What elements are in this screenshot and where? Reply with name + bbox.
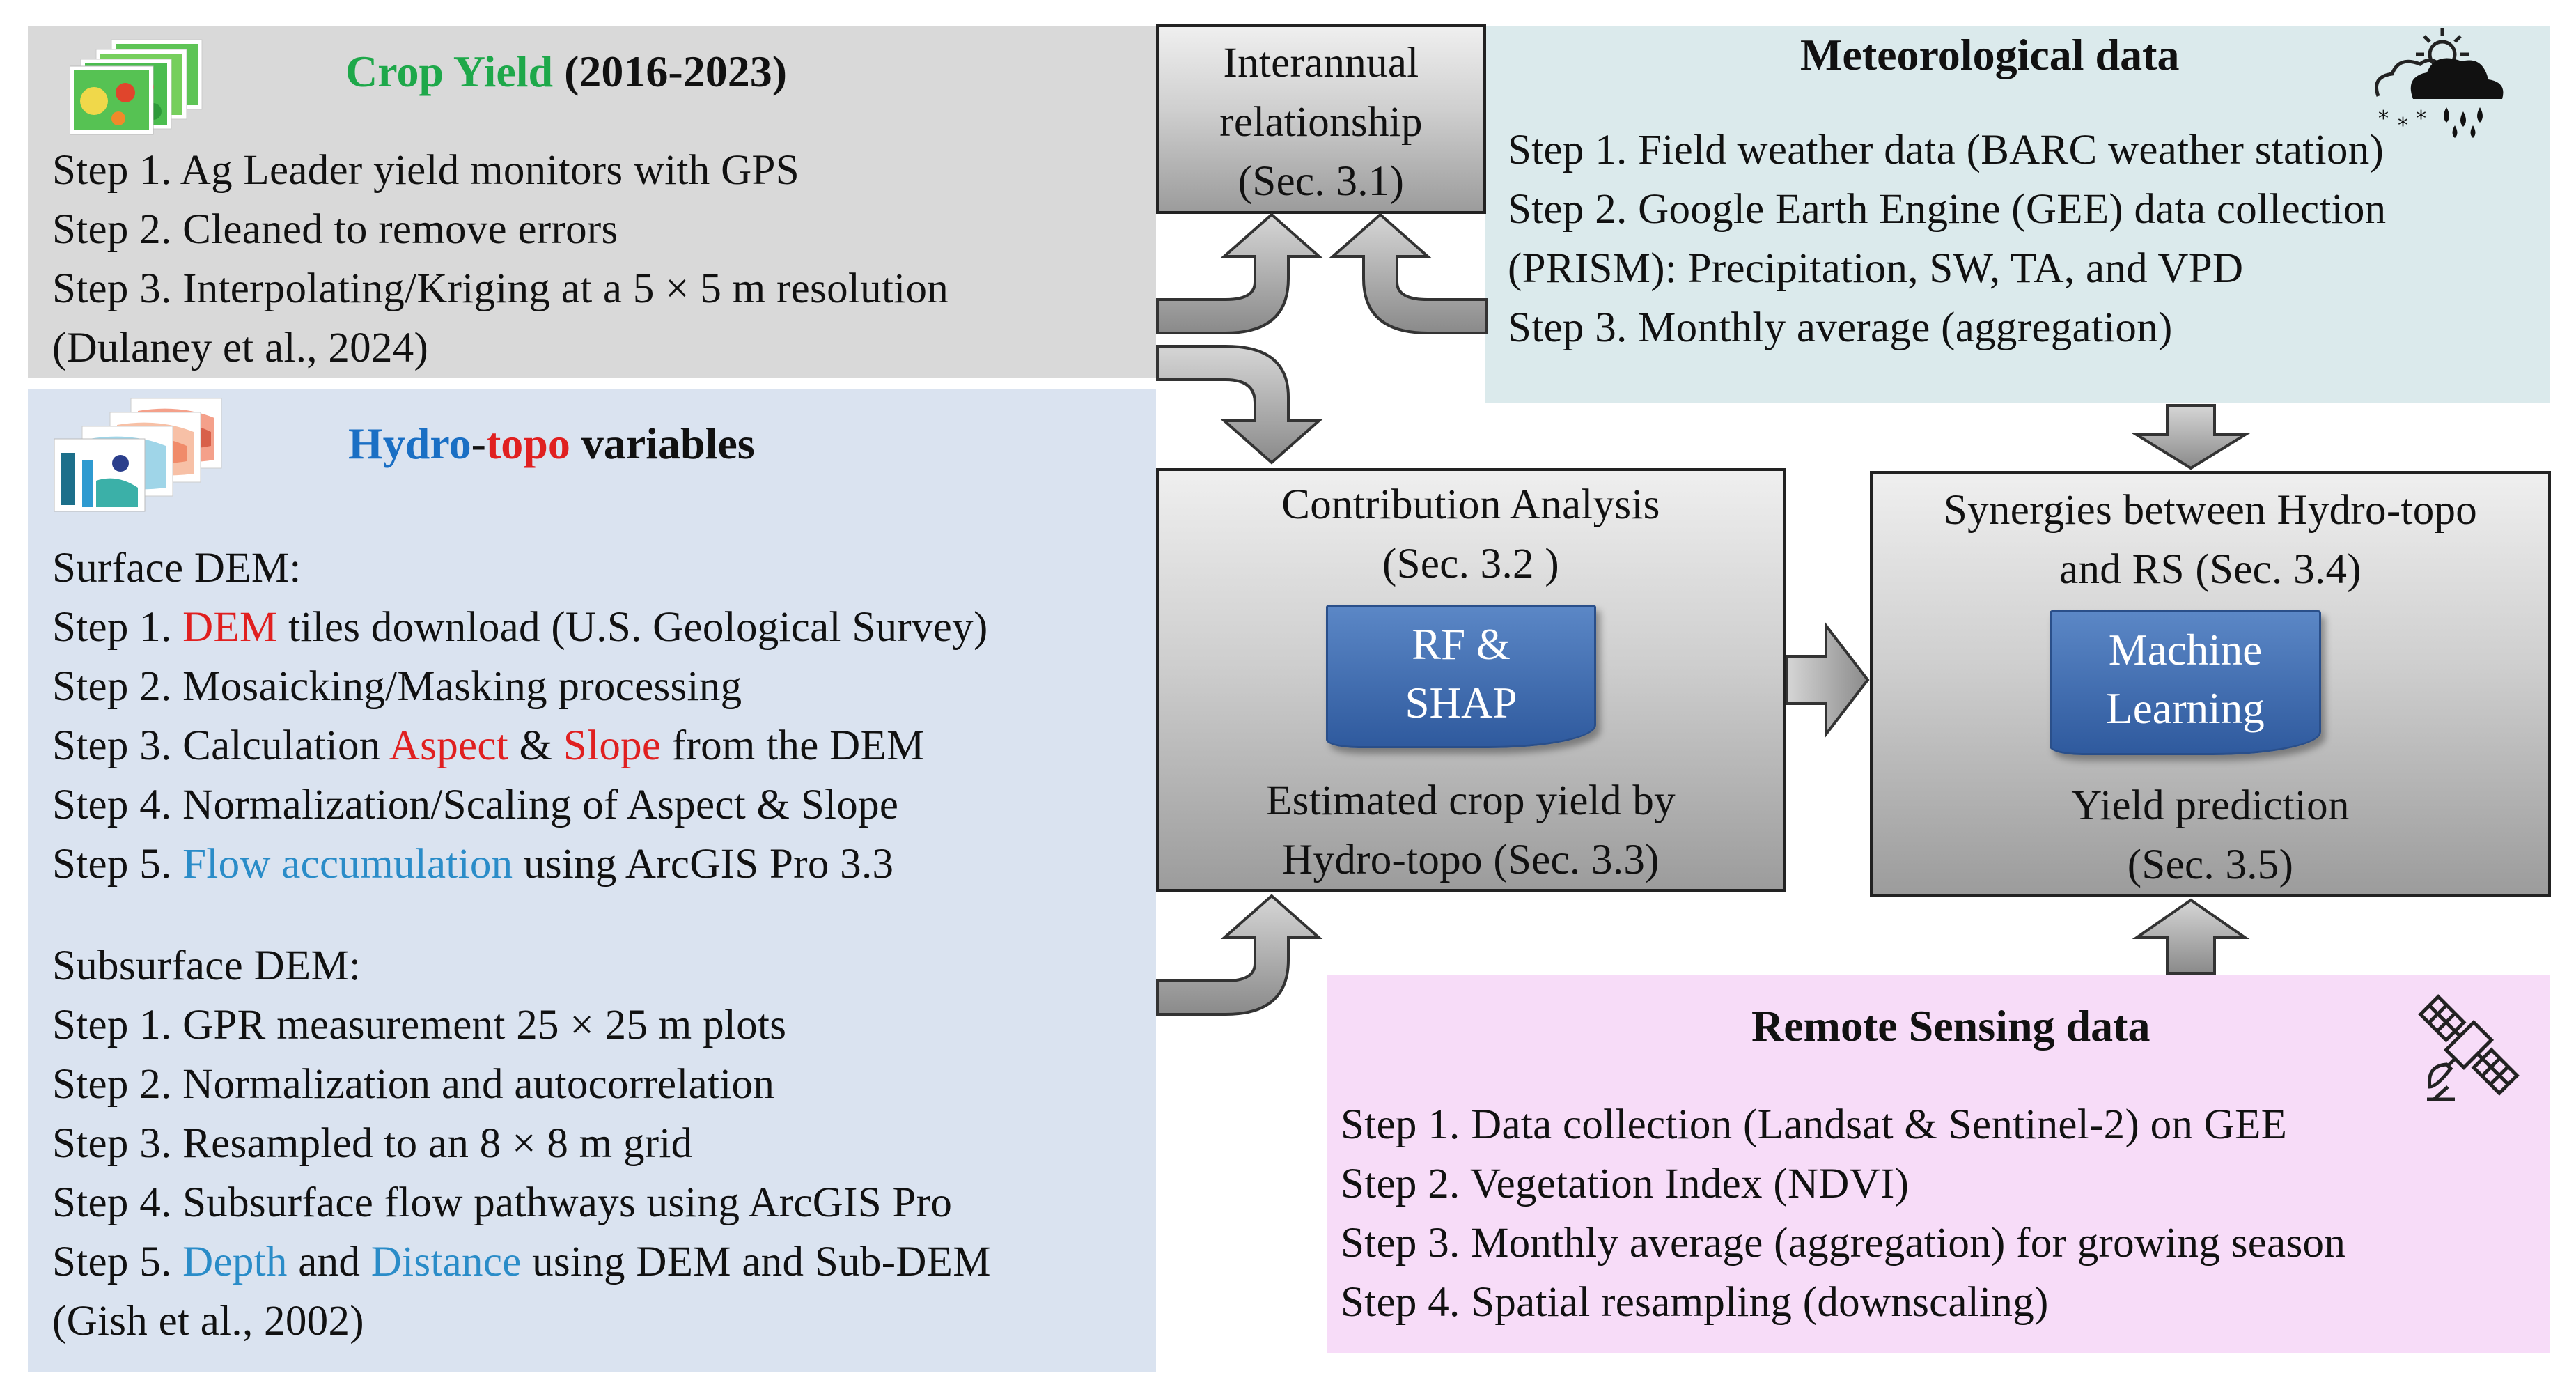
surface-step-1: Step 1. DEM tiles download (U.S. Geologi… xyxy=(52,604,988,651)
machine-learning-line-2: Learning xyxy=(2106,684,2265,733)
contribution-estimate: Estimated crop yield by xyxy=(1266,777,1676,824)
rf-shap-badge: RF & SHAP xyxy=(1326,605,1596,748)
synergies-section: and RS (Sec. 3.4) xyxy=(2059,546,2362,593)
weather-icon: * * * xyxy=(2364,21,2511,139)
subsurface-step-1: Step 1. GPR measurement 25 × 25 m plots xyxy=(52,1002,787,1048)
surface-dem-heading: Surface DEM: xyxy=(52,545,302,591)
satellite-icon xyxy=(2406,982,2531,1108)
subsurface-step-5: Step 5. Depth and Distance using DEM and… xyxy=(52,1239,991,1285)
crop-yield-step-2: Step 2. Cleaned to remove errors xyxy=(52,206,618,253)
yield-prediction-section: (Sec. 3.5) xyxy=(2127,842,2294,888)
remote-sensing-step-1: Step 1. Data collection (Landsat & Senti… xyxy=(1341,1101,2288,1148)
arrow-contribution-to-synergies xyxy=(1786,621,1870,738)
rf-shap-line-2: SHAP xyxy=(1405,679,1517,727)
machine-learning-badge: Machine Learning xyxy=(2050,610,2321,755)
remote-sensing-step-3: Step 3. Monthly average (aggregation) fo… xyxy=(1341,1220,2346,1266)
meteorological-step-3: Step 3. Monthly average (aggregation) xyxy=(1508,304,2173,351)
rf-shap-line-1: RF & xyxy=(1412,620,1511,669)
interannual-line-1: Interannual xyxy=(1223,40,1419,86)
svg-text:*: * xyxy=(2378,107,2389,131)
hydro-topo-title: Hydro-topo variables xyxy=(348,419,755,468)
subsurface-step-2: Step 2. Normalization and autocorrelatio… xyxy=(52,1061,775,1108)
svg-text:*: * xyxy=(2416,107,2426,131)
arrow-crop-to-contribution xyxy=(1156,345,1323,465)
interannual-line-3: (Sec. 3.1) xyxy=(1238,158,1405,205)
crop-yield-title: Crop Yield (2016-2023) xyxy=(345,47,788,96)
subsurface-step-4: Step 4. Subsurface flow pathways using A… xyxy=(52,1179,953,1226)
crop-yield-step-3: Step 3. Interpolating/Kriging at a 5 × 5… xyxy=(52,265,949,312)
surface-step-3: Step 3. Calculation Aspect & Slope from … xyxy=(52,722,925,769)
machine-learning-line-1: Machine xyxy=(2108,626,2263,674)
meteorological-step-2-cont: (PRISM): Precipitation, SW, TA, and VPD xyxy=(1508,245,2244,292)
hydro-topo-map-thumbnails-icon xyxy=(54,397,228,516)
meteorological-title: Meteorological data xyxy=(1800,30,2180,79)
remote-sensing-step-4: Step 4. Spatial resampling (downscaling) xyxy=(1341,1279,2049,1326)
remote-sensing-panel xyxy=(1327,975,2550,1353)
surface-step-2: Step 2. Mosaicking/Masking processing xyxy=(52,663,742,710)
yield-prediction: Yield prediction xyxy=(2071,782,2350,829)
remote-sensing-step-2: Step 2. Vegetation Index (NDVI) xyxy=(1341,1161,1910,1207)
crop-yield-step-1: Step 1. Ag Leader yield monitors with GP… xyxy=(52,147,799,194)
meteorological-panel xyxy=(1485,26,2550,403)
subsurface-step-3: Step 3. Resampled to an 8 × 8 m grid xyxy=(52,1120,693,1167)
remote-sensing-title: Remote Sensing data xyxy=(1751,1001,2150,1051)
arrow-rs-to-synergies xyxy=(2132,898,2250,975)
surface-step-4: Step 4. Normalization/Scaling of Aspect … xyxy=(52,782,899,828)
surface-step-5: Step 5. Flow accumulation using ArcGIS P… xyxy=(52,841,894,888)
contribution-section: (Sec. 3.2 ) xyxy=(1382,541,1559,587)
arrow-hydro-to-contribution xyxy=(1156,894,1323,1016)
subsurface-citation: (Gish et al., 2002) xyxy=(52,1298,364,1345)
svg-text:*: * xyxy=(2398,114,2408,138)
hydro-topo-panel xyxy=(28,389,1156,1372)
interannual-line-2: relationship xyxy=(1219,99,1423,146)
crop-yield-panel xyxy=(28,26,1156,378)
arrow-meteo-to-synergies xyxy=(2131,404,2251,470)
synergies-title: Synergies between Hydro-topo xyxy=(1943,487,2478,534)
arrow-crop-to-interannual xyxy=(1156,212,1323,334)
crop-yield-citation: (Dulaney et al., 2024) xyxy=(52,325,429,371)
meteorological-step-1: Step 1. Field weather data (BARC weather… xyxy=(1508,127,2384,173)
contribution-estimate-section: Hydro-topo (Sec. 3.3) xyxy=(1282,837,1660,883)
interannual-relationship-box xyxy=(1156,24,1486,214)
arrow-meteo-to-interannual xyxy=(1329,212,1488,334)
subsurface-dem-heading: Subsurface DEM: xyxy=(52,943,361,989)
crop-map-thumbnails-icon xyxy=(69,38,230,136)
contribution-title: Contribution Analysis xyxy=(1281,481,1660,528)
meteorological-step-2: Step 2. Google Earth Engine (GEE) data c… xyxy=(1508,186,2387,233)
